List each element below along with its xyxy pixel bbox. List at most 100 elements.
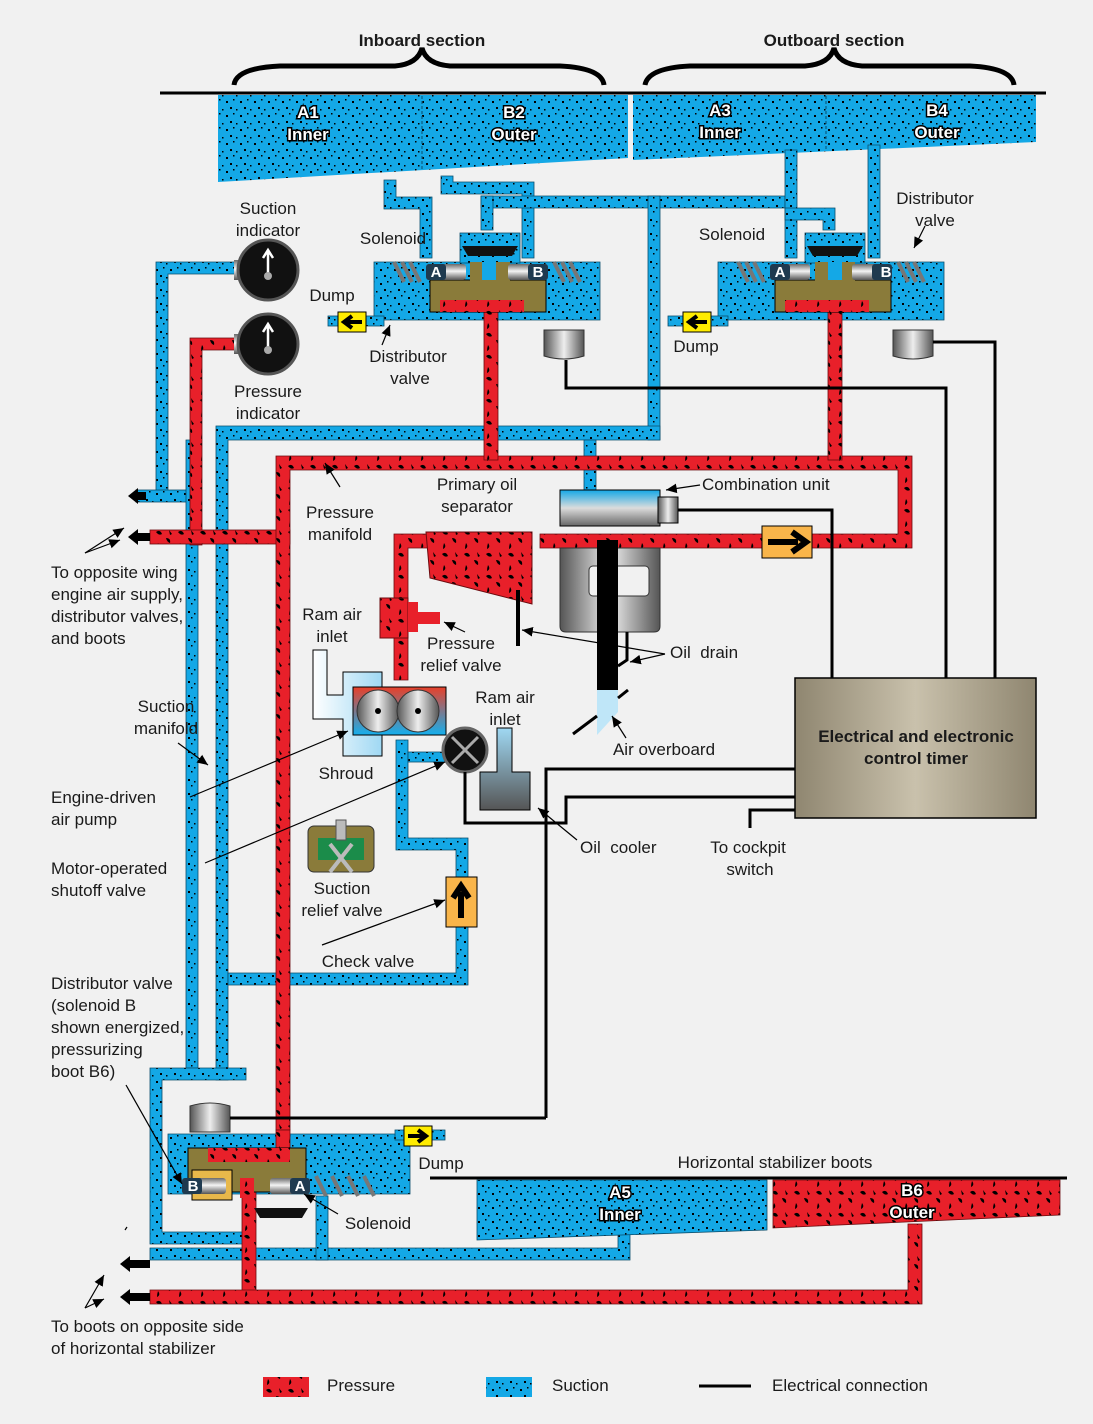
dist-valve-note-2: (solenoid B bbox=[51, 996, 136, 1015]
boot-a3-name: Inner bbox=[699, 123, 741, 142]
solenoid-a-letter: A bbox=[775, 264, 786, 281]
outboard-distributor-valve-label-2: valve bbox=[915, 211, 955, 230]
legend: Pressure Suction Electrical connection bbox=[263, 1376, 928, 1397]
component-labels: Suction indicator Solenoid Solenoid Dist… bbox=[51, 189, 974, 1358]
pressure-swatch-icon bbox=[263, 1377, 309, 1397]
engine-driven-air-pump-icon bbox=[352, 686, 447, 736]
boot-a1-name: Inner bbox=[287, 125, 329, 144]
inboard-distributor-valve-label-2: valve bbox=[390, 369, 430, 388]
outboard-section-label: Outboard section bbox=[764, 31, 905, 50]
boot-a5-id: A5 bbox=[609, 1183, 631, 1202]
dist-valve-note-3: shown energized, bbox=[51, 1018, 184, 1037]
pressure-indicator-label-2: indicator bbox=[236, 404, 301, 423]
timer-label-line1: Electrical and electronic bbox=[818, 727, 1014, 746]
solenoid-coil-icon bbox=[543, 329, 585, 360]
outboard-solenoid-label: Solenoid bbox=[699, 225, 765, 244]
spring-icon bbox=[314, 1175, 376, 1197]
legend-item-suction: Suction bbox=[486, 1376, 609, 1397]
suction-indicator-gauge-icon bbox=[234, 238, 300, 302]
legend-suction-label: Suction bbox=[552, 1376, 609, 1395]
pressure-relief-valve-label-1: Pressure bbox=[427, 634, 495, 653]
inboard-section-brace bbox=[231, 47, 607, 86]
legend-item-pressure: Pressure bbox=[263, 1376, 395, 1397]
boot-b2-name: Outer bbox=[491, 125, 537, 144]
legend-pressure-label: Pressure bbox=[327, 1376, 395, 1395]
stabilizer-dump-icon bbox=[403, 1125, 433, 1147]
outboard-distributor-valve-label-1: Distributor bbox=[896, 189, 974, 208]
solenoid-a-icon: A bbox=[270, 1178, 310, 1195]
solenoid-b-letter: B bbox=[533, 264, 544, 281]
to-opposite-wing-label-4: and boots bbox=[51, 629, 126, 648]
boot-a3-id: A3 bbox=[709, 101, 731, 120]
inboard-distributor-valve-label-1: Distributor bbox=[369, 347, 447, 366]
to-cockpit-label-2: switch bbox=[726, 860, 773, 879]
suction-indicator-label-2: indicator bbox=[236, 221, 301, 240]
primary-oil-separator-label-2: separator bbox=[441, 497, 513, 516]
boot-a1-b2 bbox=[218, 95, 628, 182]
ram-air-inlet-label-2: inlet bbox=[316, 627, 347, 646]
boot-b4-id: B4 bbox=[926, 101, 948, 120]
boot-b4-name: Outer bbox=[914, 123, 960, 142]
check-valve-icon bbox=[445, 876, 478, 928]
motor-operated-shutoff-valve-icon bbox=[441, 726, 489, 774]
dist-valve-note-4: pressurizing bbox=[51, 1040, 143, 1059]
ram-air-inlet-label-1: Ram air bbox=[302, 605, 362, 624]
boot-a5-name: Inner bbox=[599, 1205, 641, 1224]
to-opposite-wing-label-3: distributor valves, bbox=[51, 607, 183, 626]
leader-lines bbox=[84, 225, 926, 1309]
solenoid-coil-icon bbox=[189, 1102, 231, 1133]
spring-icon bbox=[392, 261, 582, 283]
horizontal-stabilizer-boots-label: Horizontal stabilizer boots bbox=[678, 1153, 873, 1172]
ram-air-inlet-icon bbox=[479, 727, 531, 811]
stabilizer-distributor-valve: B A bbox=[182, 1102, 376, 1218]
to-boots-opposite-label-1: To boots on opposite side bbox=[51, 1317, 244, 1336]
suction-relief-valve-icon bbox=[307, 819, 375, 874]
pressure-relief-valve-label-2: relief valve bbox=[420, 656, 501, 675]
timer-label-line2: control timer bbox=[864, 749, 968, 768]
stabilizer-dump-label: Dump bbox=[418, 1154, 463, 1173]
dist-valve-note-5: boot B6) bbox=[51, 1062, 115, 1081]
to-boots-opposite-label-2: of horizontal stabilizer bbox=[51, 1339, 216, 1358]
solenoid-b-icon: B bbox=[508, 264, 548, 281]
to-opposite-wing-label-1: To opposite wing bbox=[51, 563, 178, 582]
legend-electrical-label: Electrical connection bbox=[772, 1376, 928, 1395]
control-timer: Electrical and electronic control timer bbox=[794, 677, 1037, 819]
shroud-label: Shroud bbox=[319, 764, 374, 783]
solenoid-a-letter: A bbox=[295, 1178, 306, 1195]
motor-shutoff-label-2: shutoff valve bbox=[51, 881, 146, 900]
solenoid-b-letter: B bbox=[188, 1178, 199, 1195]
combination-unit-icon bbox=[559, 489, 679, 736]
legend-item-electrical: Electrical connection bbox=[699, 1376, 928, 1395]
suction-relief-label-1: Suction bbox=[314, 879, 371, 898]
solenoid-b-icon: B bbox=[852, 264, 892, 281]
engine-driven-pump-label-2: air pump bbox=[51, 810, 117, 829]
pressure-indicator-label-1: Pressure bbox=[234, 382, 302, 401]
primary-oil-separator-label-1: Primary oil bbox=[437, 475, 517, 494]
suction-relief-label-2: relief valve bbox=[301, 901, 382, 920]
combination-unit-label: Combination unit bbox=[702, 475, 830, 494]
inboard-solenoid-label: Solenoid bbox=[360, 229, 426, 248]
motor-shutoff-label-1: Motor-operated bbox=[51, 859, 167, 878]
suction-manifold-label-2: manifold bbox=[134, 719, 198, 738]
solenoid-a-icon: A bbox=[770, 264, 810, 281]
boot-a3-b4 bbox=[633, 95, 1036, 160]
boot-a1-id: A1 bbox=[297, 103, 319, 122]
stabilizer-solenoid-label: Solenoid bbox=[345, 1214, 411, 1233]
pressure-indicator-gauge-icon bbox=[234, 312, 300, 376]
solenoid-b-icon: B bbox=[182, 1178, 226, 1195]
boot-b2-id: B2 bbox=[503, 103, 525, 122]
outboard-dump-icon bbox=[682, 311, 712, 333]
outboard-section-brace bbox=[642, 47, 1017, 86]
inboard-dump-label: Dump bbox=[309, 286, 354, 305]
ram-air-inlet-2-label-2: inlet bbox=[489, 710, 520, 729]
boot-b6-id: B6 bbox=[901, 1181, 923, 1200]
ram-air-inlet-2-label-1: Ram air bbox=[475, 688, 535, 707]
suction-indicator-label-1: Suction bbox=[240, 199, 297, 218]
check-valve-label: Check valve bbox=[322, 952, 415, 971]
to-opposite-wing-label-2: engine air supply, bbox=[51, 585, 183, 604]
solenoid-coil-icon bbox=[892, 329, 934, 360]
pressure-relief-valve-icon bbox=[379, 597, 440, 639]
inboard-distributor-valve: A B bbox=[392, 246, 585, 360]
pressure-manifold-label-1: Pressure bbox=[306, 503, 374, 522]
outlet-arrow-icon bbox=[120, 488, 150, 1305]
